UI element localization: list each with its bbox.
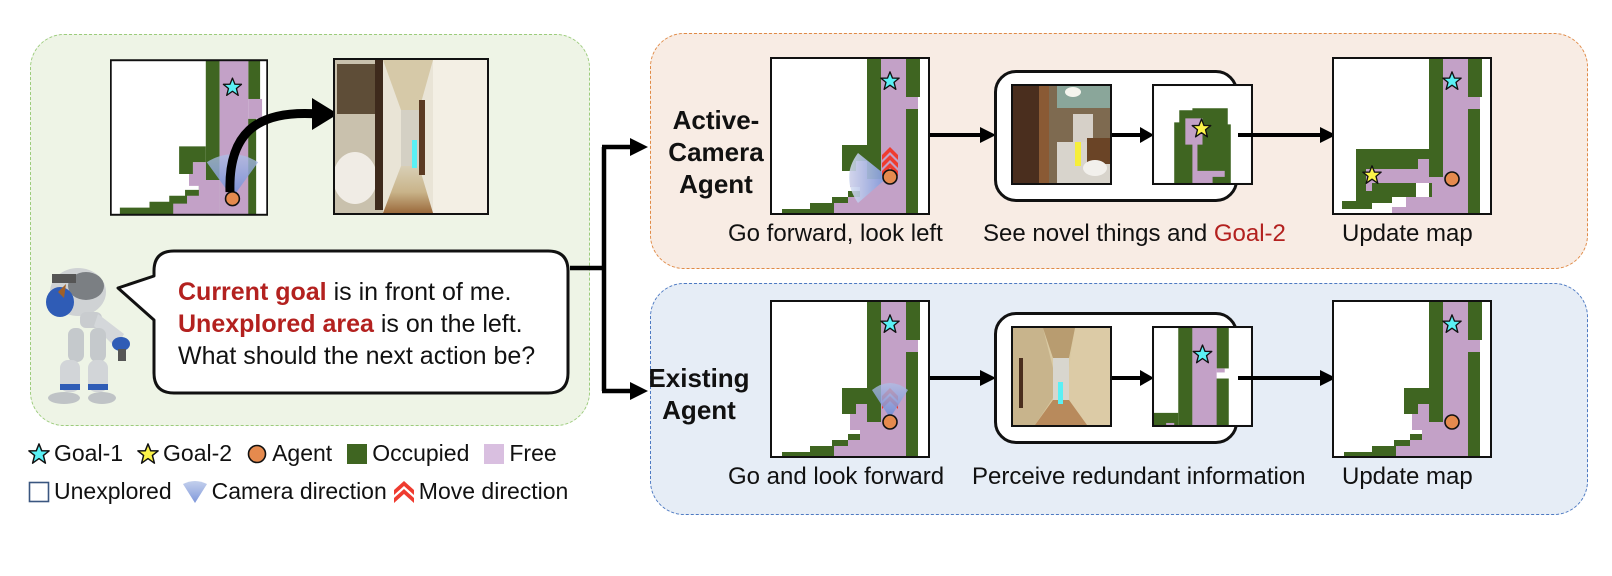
agent-marker: [1444, 414, 1460, 430]
goal-box: [412, 140, 417, 168]
existing-step1-map: [770, 300, 930, 458]
legend-free: Free: [483, 440, 557, 467]
flow-arrow: [1238, 370, 1336, 386]
redundant-local-map: [1152, 326, 1253, 427]
speech-line-3: What should the next action be?: [178, 342, 536, 370]
existing-updated-map: [1332, 300, 1492, 458]
redundant-observation-photo: [1011, 326, 1112, 427]
free-square-icon: [484, 443, 505, 464]
unexplored-area-highlight: Unexplored area: [178, 310, 374, 338]
goal2-box: [1075, 142, 1081, 166]
flow-arrow: [930, 127, 996, 143]
camera-direction-icon: [182, 480, 207, 503]
legend-row-2: Unexplored Camera direction Move directi…: [28, 478, 582, 505]
active-step2-caption: See novel things and Goal-2: [983, 220, 1286, 247]
active-step3-caption: Update map: [1342, 220, 1473, 247]
agent-marker: [882, 414, 898, 430]
existing-step2-caption: Perceive redundant information: [972, 463, 1306, 490]
robot-icon: [46, 268, 130, 404]
goal2-star-icon: [137, 442, 159, 464]
legend-goal1: Goal-1: [28, 440, 123, 467]
active-camera-agent-label: Active- Camera Agent: [668, 105, 764, 199]
camera-fov-left: [849, 153, 888, 203]
goal1-star-icon: [28, 442, 50, 464]
arrow-to-active-camera: [630, 138, 648, 156]
agent-circle-icon: [247, 444, 267, 463]
flow-arrow: [1112, 127, 1154, 143]
branch-connector: [570, 138, 648, 400]
legend-unexplored: Unexplored: [28, 478, 172, 505]
legend-goal2: Goal-2: [137, 440, 232, 467]
speech-text: Current goal is in front of me. Unexplor…: [178, 276, 535, 372]
current-goal-highlight: Current goal: [178, 278, 327, 306]
legend-row-1: Goal-1 Goal-2 Agent Occupied Free: [28, 440, 571, 467]
existing-step1-caption: Go and look forward: [728, 463, 945, 490]
egocentric-observation: [333, 58, 489, 215]
novel-local-map: [1152, 84, 1253, 185]
move-direction-icon: [393, 480, 414, 503]
arrow-to-existing: [630, 382, 648, 400]
speech-line-2: Unexplored area is on the left.: [178, 310, 523, 338]
active-step1-map: [770, 57, 930, 215]
speech-line-1: Current goal is in front of me.: [178, 278, 512, 306]
flow-arrow: [1238, 127, 1336, 143]
speech-bubble: [116, 249, 570, 395]
flow-arrow: [1112, 370, 1154, 386]
goal2-highlight: Goal-2: [1213, 220, 1286, 247]
view-arrow: [225, 98, 338, 193]
novel-observation-photo: [1011, 84, 1112, 185]
goal1-box: [1058, 382, 1063, 404]
move-direction-chevrons: [882, 147, 898, 176]
agent-marker: [1444, 171, 1460, 187]
legend-agent: Agent: [246, 440, 332, 467]
agent-marker: [882, 169, 898, 185]
legend-camera-direction: Camera direction: [182, 478, 387, 505]
existing-step3-caption: Update map: [1342, 463, 1473, 490]
legend-occupied: Occupied: [346, 440, 469, 467]
active-step1-caption: Go forward, look left: [728, 220, 943, 247]
flow-arrow: [930, 370, 996, 386]
unexplored-square-icon: [28, 481, 50, 502]
active-updated-map: [1332, 57, 1492, 215]
camera-fov-forward: [872, 383, 908, 418]
existing-agent-label: Existing Agent: [648, 363, 750, 425]
occupied-square-icon: [347, 443, 368, 464]
legend-move-direction: Move direction: [393, 478, 568, 505]
